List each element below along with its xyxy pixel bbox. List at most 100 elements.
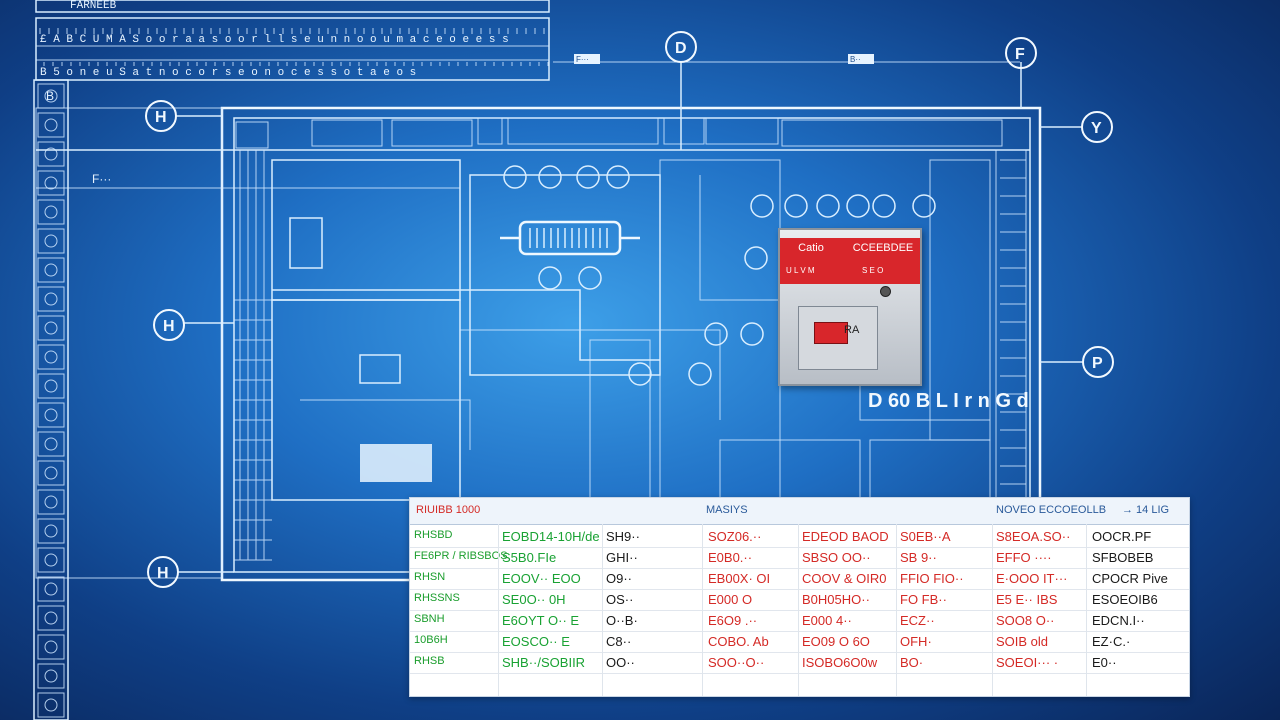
left-strip-cell [37,605,65,631]
left-strip-cell [37,634,65,660]
left-strip-symbol-icon [44,292,58,306]
table-cell: EB00X· OI [708,571,771,586]
left-strip-symbol-icon [44,582,58,596]
relay-sub-right: S E O [862,266,884,275]
table-cell: FE6PR / RIBSBOS [414,550,508,562]
frame-header-block [781,119,1003,147]
table-cell: S0EB··A [900,529,951,544]
relay-screw-icon [880,286,891,297]
table-cell: RHSN [414,571,446,583]
table-cell: 10B6H [414,634,448,646]
schematic-node-icon [538,165,562,189]
header-row-1: £ A B C U M A S o o r a a s o o r l l s … [40,34,509,46]
schematic-node-icon [740,322,764,346]
table-column-divider [702,524,703,696]
left-strip-symbol-icon [44,176,58,190]
table-cell: ESOEOIB6 [1092,592,1158,607]
schematic-node-icon [872,194,896,218]
left-strip-symbol-icon [44,350,58,364]
table-cell: EDCN.I·· [1092,613,1145,628]
terminal-h-icon-bottom [147,556,179,588]
table-cell: SH9·· [606,529,640,544]
table-cell: SHB··/SOBIIR [502,655,586,670]
left-strip-symbol-icon [44,640,58,654]
left-strip-cell [37,489,65,515]
table-cell: E6O9 .·· [708,613,758,628]
terminal-h-label-top: H [155,109,167,126]
left-strip-symbol-icon [44,524,58,538]
table-cell: ECZ·· [900,613,935,628]
left-strip-symbol-icon [44,205,58,219]
left-strip-cell [37,170,65,196]
left-strip-symbol-icon [44,669,58,683]
header-row-2: B 5 o n e u S a t n o c o r s e o n o c … [40,67,416,79]
table-cell: SOEOI··· · [996,655,1059,670]
table-cell: CPOCR Pive [1092,571,1168,586]
left-strip-symbol-icon [44,234,58,248]
frame-header-block [235,121,269,149]
frame-header-block [507,117,659,145]
footer-label: D 60 B L I r n G d [868,390,1029,412]
left-strip-cell [37,518,65,544]
table-cell: SE0O·· 0H [502,592,566,607]
schematic-node-icon [688,362,712,386]
table-header-right: NOVEO ECCOEOLLB [996,504,1107,516]
schematic-node-icon [846,194,870,218]
table-cell: SFBOBEB [1092,550,1154,565]
table-cell: E5 E·· IBS [996,592,1058,607]
table-cell: ISOBO6O0w [802,655,878,670]
frame-header-block [477,117,503,145]
left-strip-symbol-icon [44,495,58,509]
relay-label-left: Catio [798,242,824,254]
relay-module: Catio CCEEBDEE U L V M S E O RΑ [778,228,922,386]
terminal-h-label-bottom: H [157,565,169,582]
left-strip-cell [37,547,65,573]
schematic-node-icon [744,246,768,270]
table-column-divider [602,524,603,696]
left-strip-symbol-icon [44,321,58,335]
terminal-h-label-mid: H [163,318,175,335]
table-cell: EO09 O 6O [802,634,870,649]
table-header-center: MASIYS [706,504,748,516]
table-column-divider [896,524,897,696]
left-strip-symbol-icon [44,553,58,567]
table-cell: COBO. Ab [708,634,769,649]
left-strip-cell [37,576,65,602]
terminal-p-icon [1082,346,1114,378]
left-strip-cell [37,344,65,370]
terminal-d-label: D [675,40,687,57]
schematic-node-icon [606,165,630,189]
table-cell: E0·· [1092,655,1117,670]
table-cell: EOOV·· EOO [502,571,581,586]
relay-label-band [780,238,920,284]
side-label: F··· [92,172,111,186]
schematic-node-icon [503,165,527,189]
table-cell: OOCR.PF [1092,529,1152,544]
frame-header-block [663,117,705,145]
top-tag-right: B·· [850,55,861,64]
table-cell: EOSCO·· E [502,634,570,649]
table-cell: EOBD14-10H/de [502,529,600,544]
left-strip-symbol-icon [44,408,58,422]
schematic-node-icon [576,165,600,189]
left-strip-symbol-icon [44,466,58,480]
table-cell: BO· [900,655,924,670]
schematic-node-icon [816,194,840,218]
terminal-d-icon [665,31,697,63]
terminal-f-label: F [1015,46,1025,63]
left-strip-cell [37,228,65,254]
left-strip-cell [37,692,65,718]
terminal-h-icon-mid [153,309,185,341]
terminal-symbols: D F Y H H P H [145,31,1114,588]
left-strip-symbol-icon [44,437,58,451]
left-strip-cell [37,199,65,225]
left-symbol-strip [33,79,69,720]
table-header: RIUIBB 1000 MASIYS NOVEO ECCOEOLLB → 14 … [410,498,1189,525]
terminal-f-icon [1005,37,1037,69]
